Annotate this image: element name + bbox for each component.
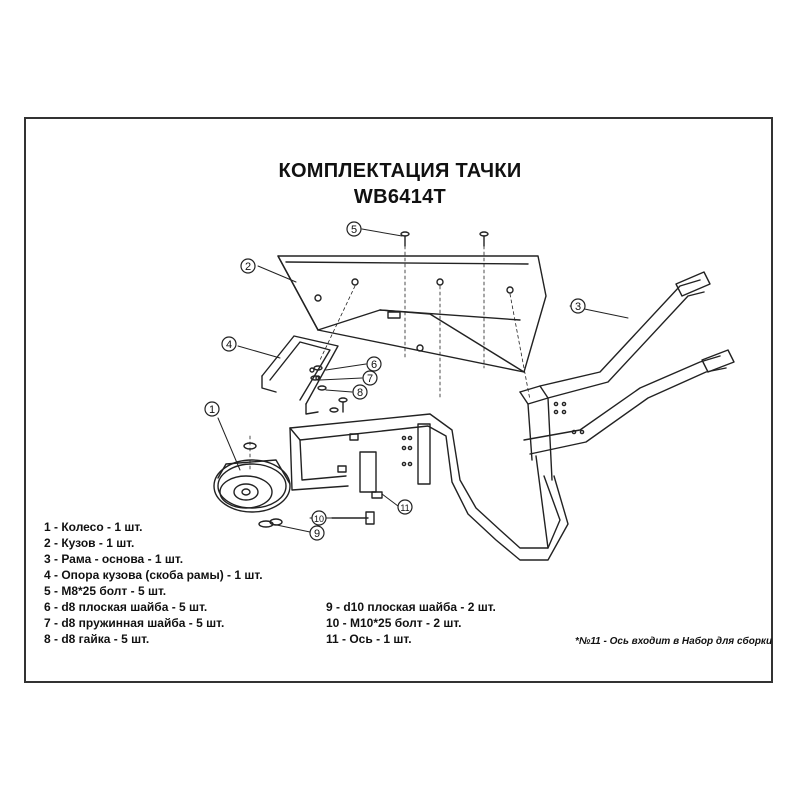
legend-item-11: 11 - Ось - 1 шт. [326,632,412,646]
tray-part [277,255,547,373]
wheel-part [213,442,291,513]
callout-3-label: 3 [575,301,581,313]
legend-item-10: 10 - M10*25 болт - 2 шт. [326,616,462,630]
washers-nuts-part [310,365,339,413]
callout-8-label: 8 [357,387,363,399]
bolts-part [338,231,489,413]
callout-5-label: 5 [351,224,357,236]
callout-7-label: 7 [367,373,373,385]
legend-item-7: 7 - d8 пружинная шайба - 5 шт. [44,616,225,630]
legend-item-2: 2 - Кузов - 1 шт. [44,536,135,550]
support-bracket-part [261,335,339,415]
legend-item-5: 5 - M8*25 болт - 5 шт. [44,584,167,598]
callout-5: 5 [346,221,362,237]
diagram-title: КОМПЛЕКТАЦИЯ ТАЧКИ [278,160,522,182]
axle-note: *№11 - Ось входит в Набор для сборки [575,636,773,647]
sheet-border [24,117,773,683]
callout-11: 11 [397,499,413,515]
model-number: WB6414T [353,186,447,208]
legend-item-3: 3 - Рама - основа - 1 шт. [44,552,184,566]
callout-2-label: 2 [245,261,251,273]
callout-9-label: 9 [314,528,320,540]
callout-10-label: 10 [314,514,324,524]
callout-6: 6 [366,356,382,372]
callout-11-label: 11 [400,503,409,513]
callout-2: 2 [240,258,256,274]
callout-9: 9 [309,525,325,541]
callout-4: 4 [221,336,237,352]
legend-item-4: 4 - Опора кузова (скоба рамы) - 1 шт. [44,568,263,582]
callout-1: 1 [204,401,220,417]
legend-item-9: 9 - d10 плоская шайба - 2 шт. [326,600,496,614]
callout-10: 10 [311,510,327,526]
callout-3: 3 [570,298,586,314]
legend-item-6: 6 - d8 плоская шайба - 5 шт. [44,600,208,614]
legend-item-1: 1 - Колесо - 1 шт. [44,520,143,534]
callout-6-label: 6 [371,359,377,371]
callout-4-label: 4 [226,339,232,351]
callout-8: 8 [352,384,368,400]
legend-item-8: 8 - d8 гайка - 5 шт. [44,632,150,646]
frame-part [289,271,735,561]
callout-1-label: 1 [209,404,215,416]
callout-7: 7 [362,370,378,386]
